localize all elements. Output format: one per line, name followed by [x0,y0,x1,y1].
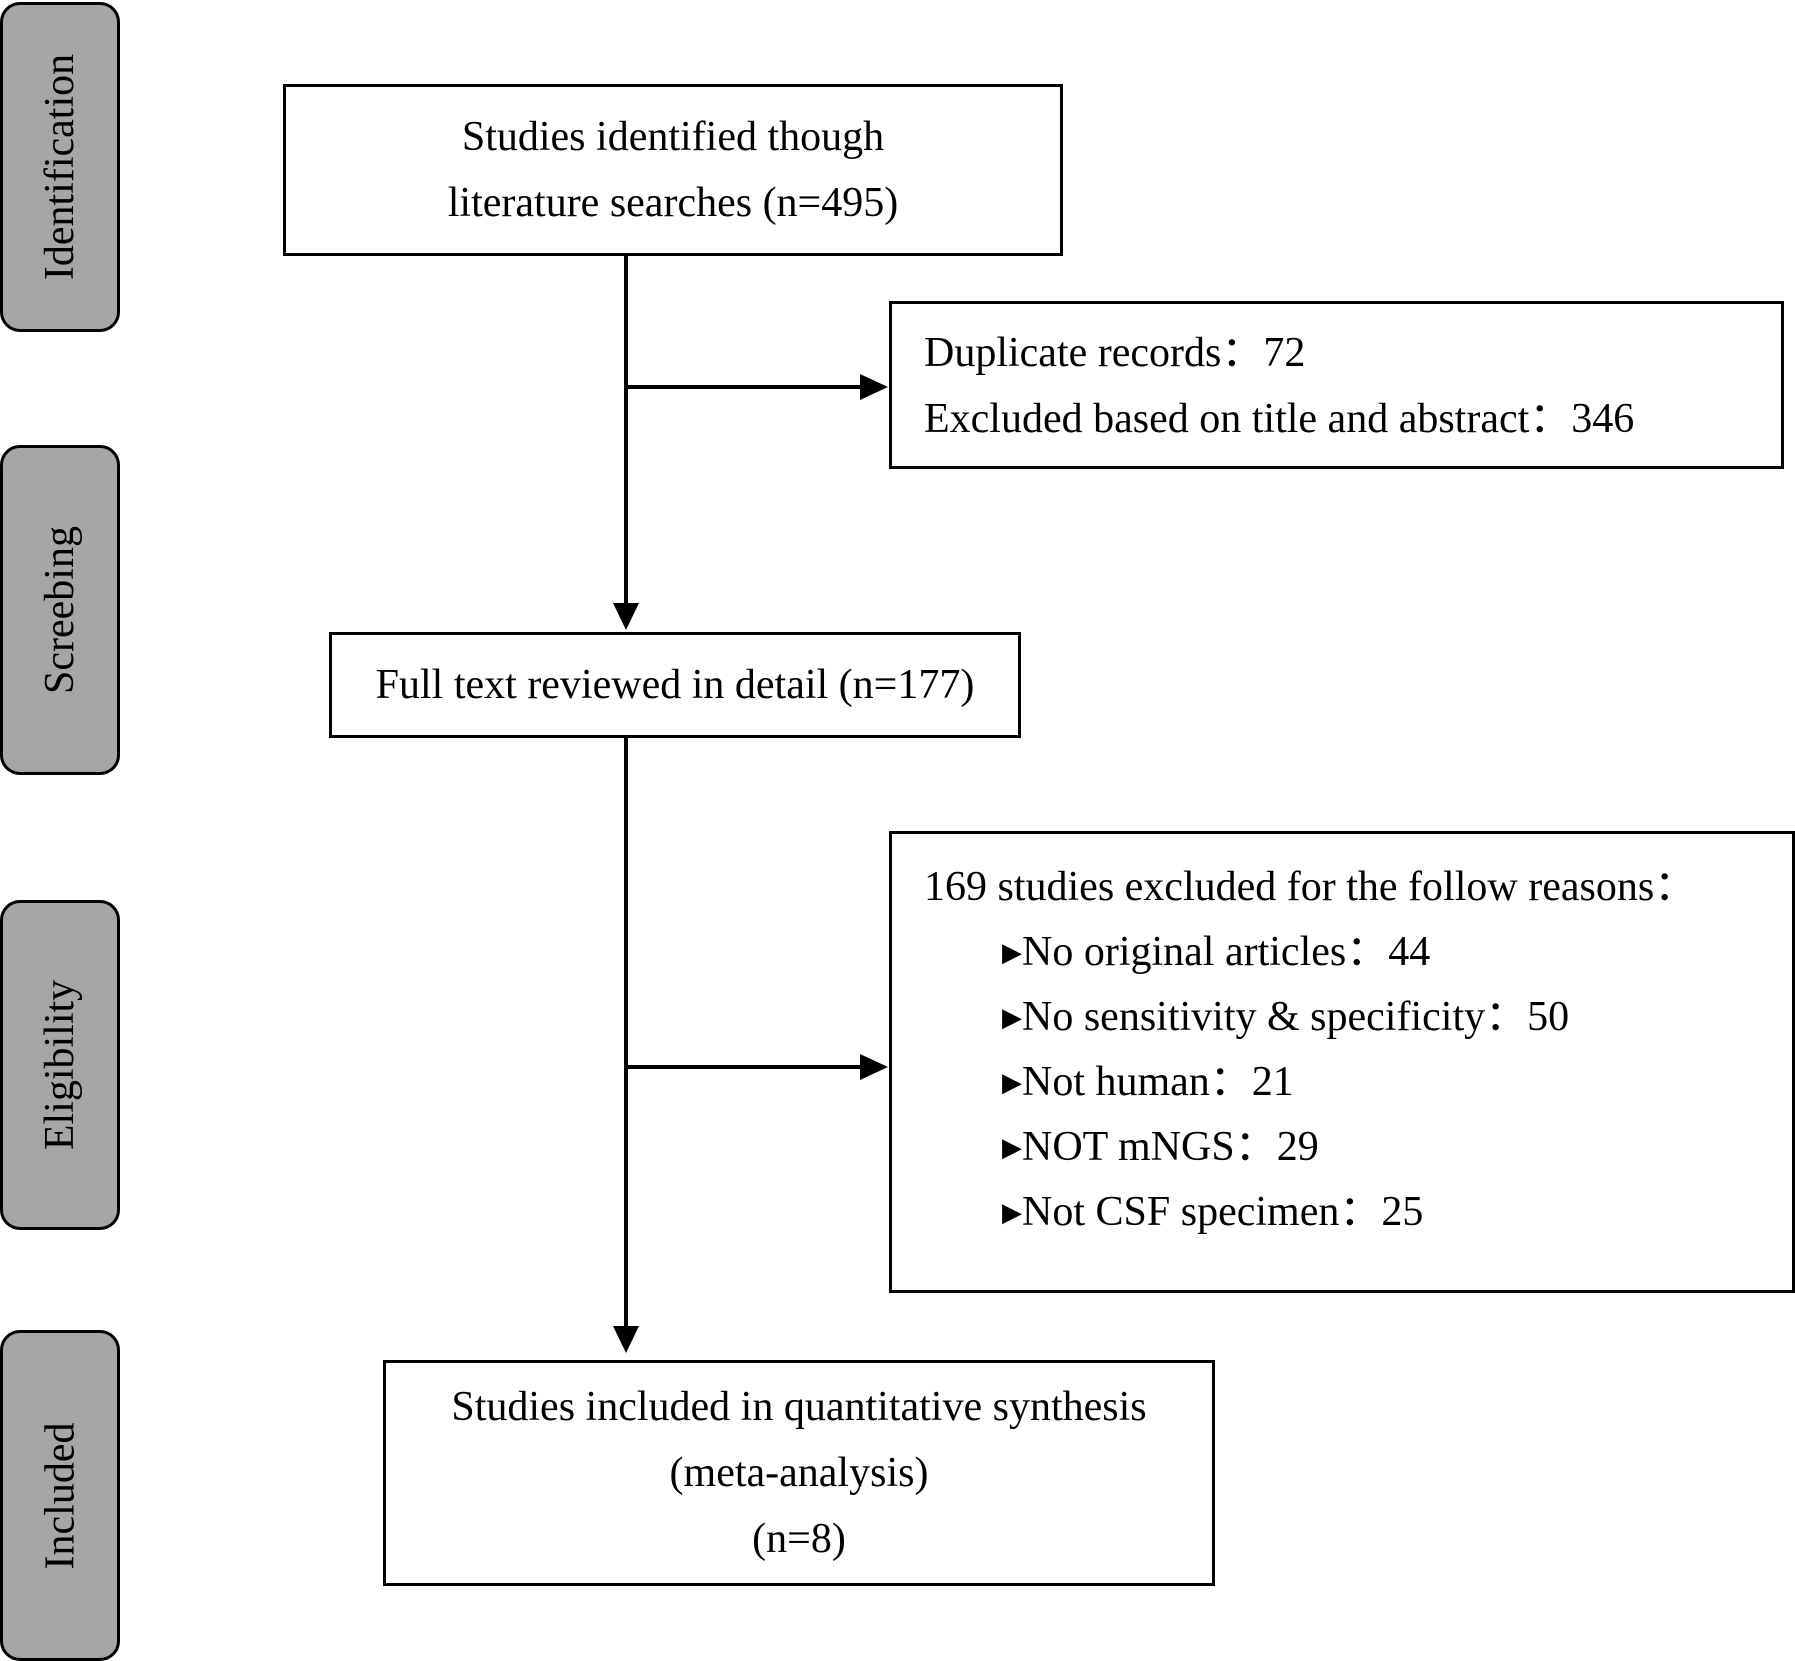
duplicate-records-text: Duplicate records：72 [924,330,1306,376]
identification-box: Studies identified though literature sea… [283,84,1063,256]
excluded-title-abstract-text: Excluded based on title and abstract：346 [924,396,1635,442]
exclusion-box-records: Duplicate records：72 Excluded based on t… [889,301,1784,469]
exclusion-reason-text: No original articles：44 [1022,929,1431,975]
stage-eligibility: Eligibility [0,900,120,1230]
exclusion-reason-item: ▶No original articles：44 [924,920,1792,985]
included-line-2: (meta-analysis) [669,1450,929,1496]
bullet-triangle-icon: ▶ [1002,1068,1022,1097]
exclusion-reasons-header: 169 studies excluded for the follow reas… [924,864,1697,910]
bullet-triangle-icon: ▶ [1002,938,1022,967]
exclusion-reason-item: ▶No sensitivity & specificity：50 [924,985,1792,1050]
exclusion-reason-item: ▶NOT mNGS：29 [924,1115,1792,1180]
identification-line-2: literature searches (n=495) [447,180,899,226]
exclusion-reason-item: ▶Not CSF specimen：25 [924,1180,1792,1245]
stage-identification: Identification [0,2,120,332]
exclusion-reason-text: No sensitivity & specificity：50 [1022,994,1570,1040]
included-line-3: (n=8) [752,1516,846,1562]
exclusion-reason-text: Not CSF specimen：25 [1022,1189,1424,1235]
arrowhead-to-included [613,1326,639,1353]
included-box: Studies included in quantitative synthes… [383,1360,1215,1586]
bullet-triangle-icon: ▶ [1002,1133,1022,1162]
exclusion-box-reasons: 169 studies excluded for the follow reas… [889,831,1795,1293]
included-line-1: Studies included in quantitative synthes… [451,1384,1147,1430]
bullet-triangle-icon: ▶ [1002,1198,1022,1227]
exclusion-reason-text: NOT mNGS：29 [1022,1124,1319,1170]
bullet-triangle-icon: ▶ [1002,1003,1022,1032]
exclusion-reason-text: Not human：21 [1022,1059,1294,1105]
fulltext-review-box: Full text reviewed in detail (n=177) [329,632,1021,738]
fulltext-review-text: Full text reviewed in detail (n=177) [375,662,975,708]
exclusion-reason-item: ▶Not human：21 [924,1050,1792,1115]
stage-included: Included [0,1330,120,1661]
stage-screening: Screebing [0,445,120,775]
identification-line-1: Studies identified though [461,114,885,160]
arrowhead-to-fulltext [613,603,639,630]
arrowhead-to-exclusion-2 [860,1054,888,1080]
arrowhead-to-exclusion-1 [860,374,888,400]
